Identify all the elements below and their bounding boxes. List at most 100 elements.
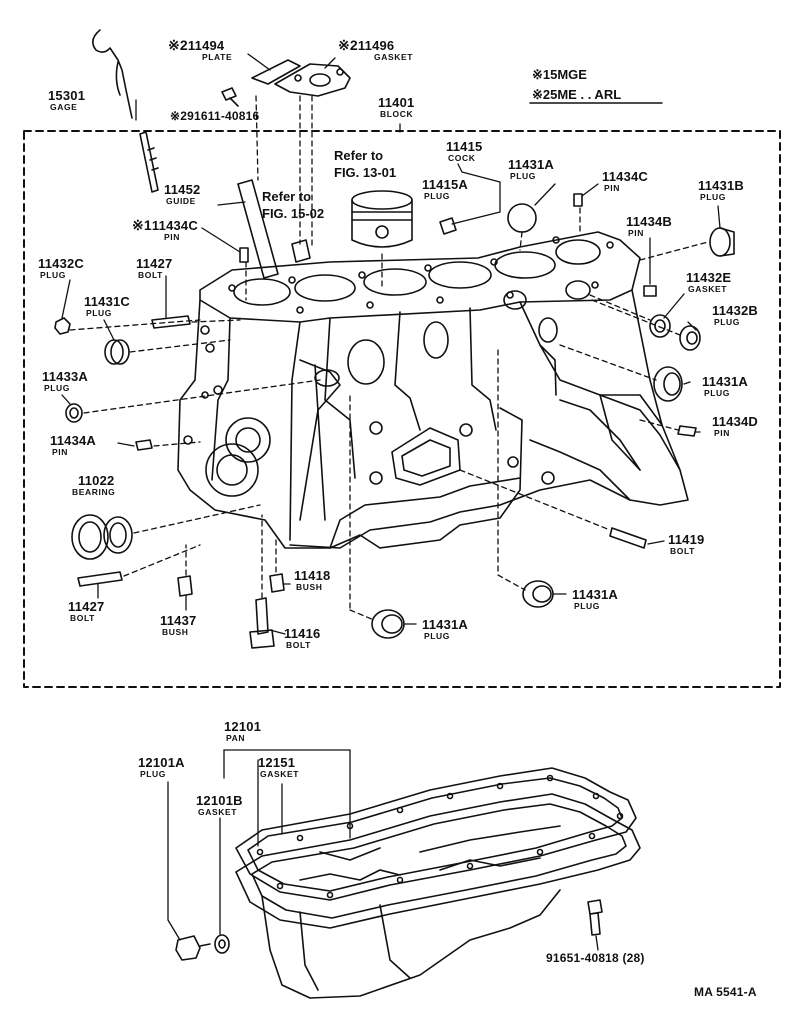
callout-11418-name: BUSH [296,582,323,592]
refer-fig-13-01-line2: FIG. 13-01 [334,165,397,180]
callout-11427-top-number: 11427 [136,256,173,271]
callout-11494: ※211494 PLATE [168,38,232,62]
callout-91611-number: 91611-40816 [187,109,260,123]
legend-mark-1: ※1 [532,67,551,82]
refer-fig-15-02: Refer to FIG. 15-02 [262,188,324,222]
callout-11434B-name: PIN [628,228,644,238]
callout-11432C-number: 11432C [38,256,85,271]
callout-12101-number: 12101 [224,719,262,734]
callout-91651: 91651-40818 (28) [546,951,645,965]
callout-11494-number: 11494 [187,38,225,53]
dipstick-drawing [92,29,159,193]
legend-line-1: ※15MGE [532,68,587,81]
callout-12101-name: PAN [226,733,246,743]
callout-11432B: 11432B PLUG [712,304,758,327]
callout-11419: 11419 BOLT [668,533,704,556]
legend-text-1: 5MGE [550,67,587,82]
callout-11401: 11401 BLOCK [378,96,414,119]
leader-lines [61,53,721,635]
callout-11432E-name: GASKET [688,284,728,294]
callout-11431A-low-name: PLUG [424,631,451,641]
callout-11431A-low: 11431A PLUG [422,618,468,641]
legend-mark-2: ※2 [532,87,551,102]
refer-fig-15-02-line1: Refer to [262,189,312,204]
callout-11437-number: 11437 [160,613,197,628]
guide-tube-drawing [237,179,279,279]
callout-11433A-name: PLUG [44,383,71,393]
callout-11434A-number: 11434A [50,433,97,448]
callout-12101A: 12101A PLUG [138,756,185,779]
callout-11434C-right-name: PIN [604,183,620,193]
callout-11431C-name: PLUG [86,308,113,318]
callout-11415: 11415 COCK [446,140,482,163]
callout-11434C-left-name: PIN [164,232,180,242]
callout-11022: 11022 BEARING [72,473,115,497]
callout-11427-bottom-number: 11427 [68,599,105,614]
callout-11434C-right: 11434C PIN [602,170,648,193]
callout-11419-number: 11419 [668,532,705,547]
callout-11418: 11418 BUSH [294,569,330,592]
plate-gasket-drawing [221,59,351,107]
callout-11419-name: BOLT [670,546,695,556]
callout-11432B-name: PLUG [714,317,741,327]
callout-15301-number: 15301 [48,88,86,103]
callout-11433A-number: 11433A [42,369,89,384]
oil-pan-drawing [175,767,641,999]
pan-leader-lines [167,749,599,951]
callout-91611: ※291611-40816 [170,110,259,122]
callout-11431A-right-name: PLUG [704,388,731,398]
callout-11415A: 11415A PLUG [422,178,468,201]
callout-11496-name: GASKET [374,52,414,62]
callout-11431B: 11431B PLUG [698,179,744,202]
callout-11494-mark: ※2 [168,37,188,53]
callout-11431A-right: 11431A PLUG [702,375,748,398]
callout-11496-number: 11496 [357,38,395,53]
callout-11432B-number: 11432B [712,303,759,318]
callout-11452-number: 11452 [164,182,201,197]
callout-11427-bottom-name: BOLT [70,613,95,623]
callout-11415A-name: PLUG [424,191,451,201]
callout-11433A: 11433A PLUG [42,370,88,393]
callout-11022-number: 11022 [78,473,115,488]
legend-text-2: 5ME . . ARL [550,87,622,102]
refer-fig-13-01: Refer to FIG. 13-01 [334,147,396,181]
callout-12151-name: GASKET [260,769,300,779]
callout-11401-name: BLOCK [380,109,414,119]
callout-11416-number: 11416 [284,626,321,641]
callout-11431A-right-number: 11431A [702,374,749,389]
callout-11415-name: COCK [448,153,476,163]
callout-11437-name: BUSH [162,627,189,637]
callout-11022-name: BEARING [72,487,116,497]
callout-12101B: 12101B GASKET [196,794,243,817]
callout-11434C-left-number: 11434C [151,218,198,233]
callout-12101B-name: GASKET [198,807,238,817]
callout-11401-number: 11401 [378,95,415,110]
callout-11427-top: 11427 BOLT [136,257,172,280]
callout-15301-name: GAGE [50,102,78,112]
callout-11434D-number: 11434D [712,414,759,429]
callout-11416: 11416 BOLT [284,627,320,650]
callout-11431A-low-number: 11431A [422,617,469,632]
callout-11415-number: 11415 [446,139,483,154]
callout-11418-number: 11418 [294,568,331,583]
callout-11494-name: PLATE [202,52,233,62]
callout-11496: ※211496 GASKET [338,38,413,62]
callout-11416-name: BOLT [286,640,311,650]
callout-11434C-left: ※111434C PIN [132,218,198,242]
callout-15301: 15301 GAGE [48,89,85,112]
callout-11437: 11437 BUSH [160,614,196,637]
callout-11431C-number: 11431C [84,294,131,309]
callout-11496-mark: ※2 [338,37,358,53]
refer-fig-13-01-line1: Refer to [334,148,384,163]
callout-11434D: 11434D PIN [712,415,758,438]
refer-fig-15-02-line2: FIG. 15-02 [262,206,325,221]
legend-line-2: ※25ME . . ARL [532,88,621,101]
callout-12101B-number: 12101B [196,793,243,808]
callout-11432C: 11432C PLUG [38,257,84,280]
callout-11431A-mid-number: 11431A [572,587,619,602]
callout-11415A-number: 11415A [422,177,469,192]
cock-plug-drawing [291,217,457,263]
callout-11432E-number: 11432E [686,270,732,285]
callout-12151-number: 12151 [258,755,296,770]
callout-12101: 12101 PAN [224,720,261,743]
